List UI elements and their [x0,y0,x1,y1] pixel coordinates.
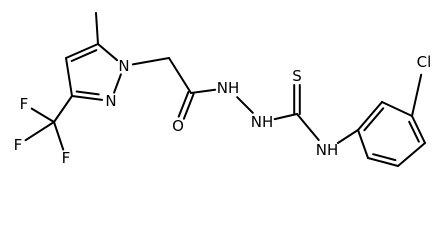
bond-c3_ring-c_cf3 [53,95,73,123]
bond-c4_ring-c3_ring [65,57,73,97]
atom-label-n1_ring: N [118,57,129,75]
atom-label-nh_2: NH [251,113,274,131]
bond-ph_c5-ph_c6-inner [372,153,397,162]
bond-nh_2-c_thio [273,113,298,121]
bond-c3_ring-n2_ring-inner [75,90,100,96]
atom-label-f_c: F [62,149,71,167]
atom-label-s_thio: S [292,67,302,85]
bond-c_carbonyl-o_carbonyl-a [177,91,190,118]
bond-c_methyl-c5_ring [95,12,99,45]
atom-label-f_b: F [14,136,23,154]
bond-ph_c2-ph_c3 [381,101,413,117]
bond-c_carbonyl-o_carbonyl-b [182,93,195,120]
bond-ph_c6-ph_c1 [357,129,369,159]
atom-label-n2_ring: N [105,92,116,110]
bond-nh_3-ph_c1 [336,129,359,144]
bond-ph_c3-cl [411,73,423,117]
bond-ph_c3-ph_c4 [411,115,426,144]
bond-ph_c5-ph_c6 [367,157,399,167]
bond-c5_ring-c4_ring-inner [70,49,98,62]
bond-c_ch2-c_carbonyl [168,57,192,94]
bond-c_cf3-f_c [53,121,65,151]
bond-c5_ring-c4_ring [65,43,99,59]
atom-label-f_a: F [20,95,29,113]
molecule-structure: NN F F F O NH NH S NH Cl [14,12,432,167]
bond-ph_c4-ph_c5 [397,142,426,167]
bond-ph_c1-ph_c2-inner [363,107,385,132]
bond-nh_1-nh_2 [236,96,254,114]
bond-c_thio-nh_3 [296,113,320,141]
atom-label-o_carbonyl: O [172,117,184,135]
bond-ph_c1-ph_c2 [357,101,383,131]
bond-c_cf3-f_b [24,121,55,142]
bond-ph_c3-ph_c4-inner [408,120,420,143]
bond-n1_ring-c_ch2 [131,57,170,66]
bond-n2_ring-n1_ring [113,73,122,94]
bond-c_carbonyl-nh_1 [190,88,217,94]
bond-c_cf3-f_a [30,107,55,123]
atom-label-nh_1: NH [217,79,240,97]
atom-label-cl: Cl [417,53,432,71]
bond-c3_ring-n2_ring [71,95,104,101]
atom-label-nh_3: NH [316,141,339,159]
bonds-layer [24,12,426,167]
bond-n1_ring-c5_ring [97,43,119,62]
atom-labels-layer: NN F F F O NH NH S NH Cl [14,53,432,167]
